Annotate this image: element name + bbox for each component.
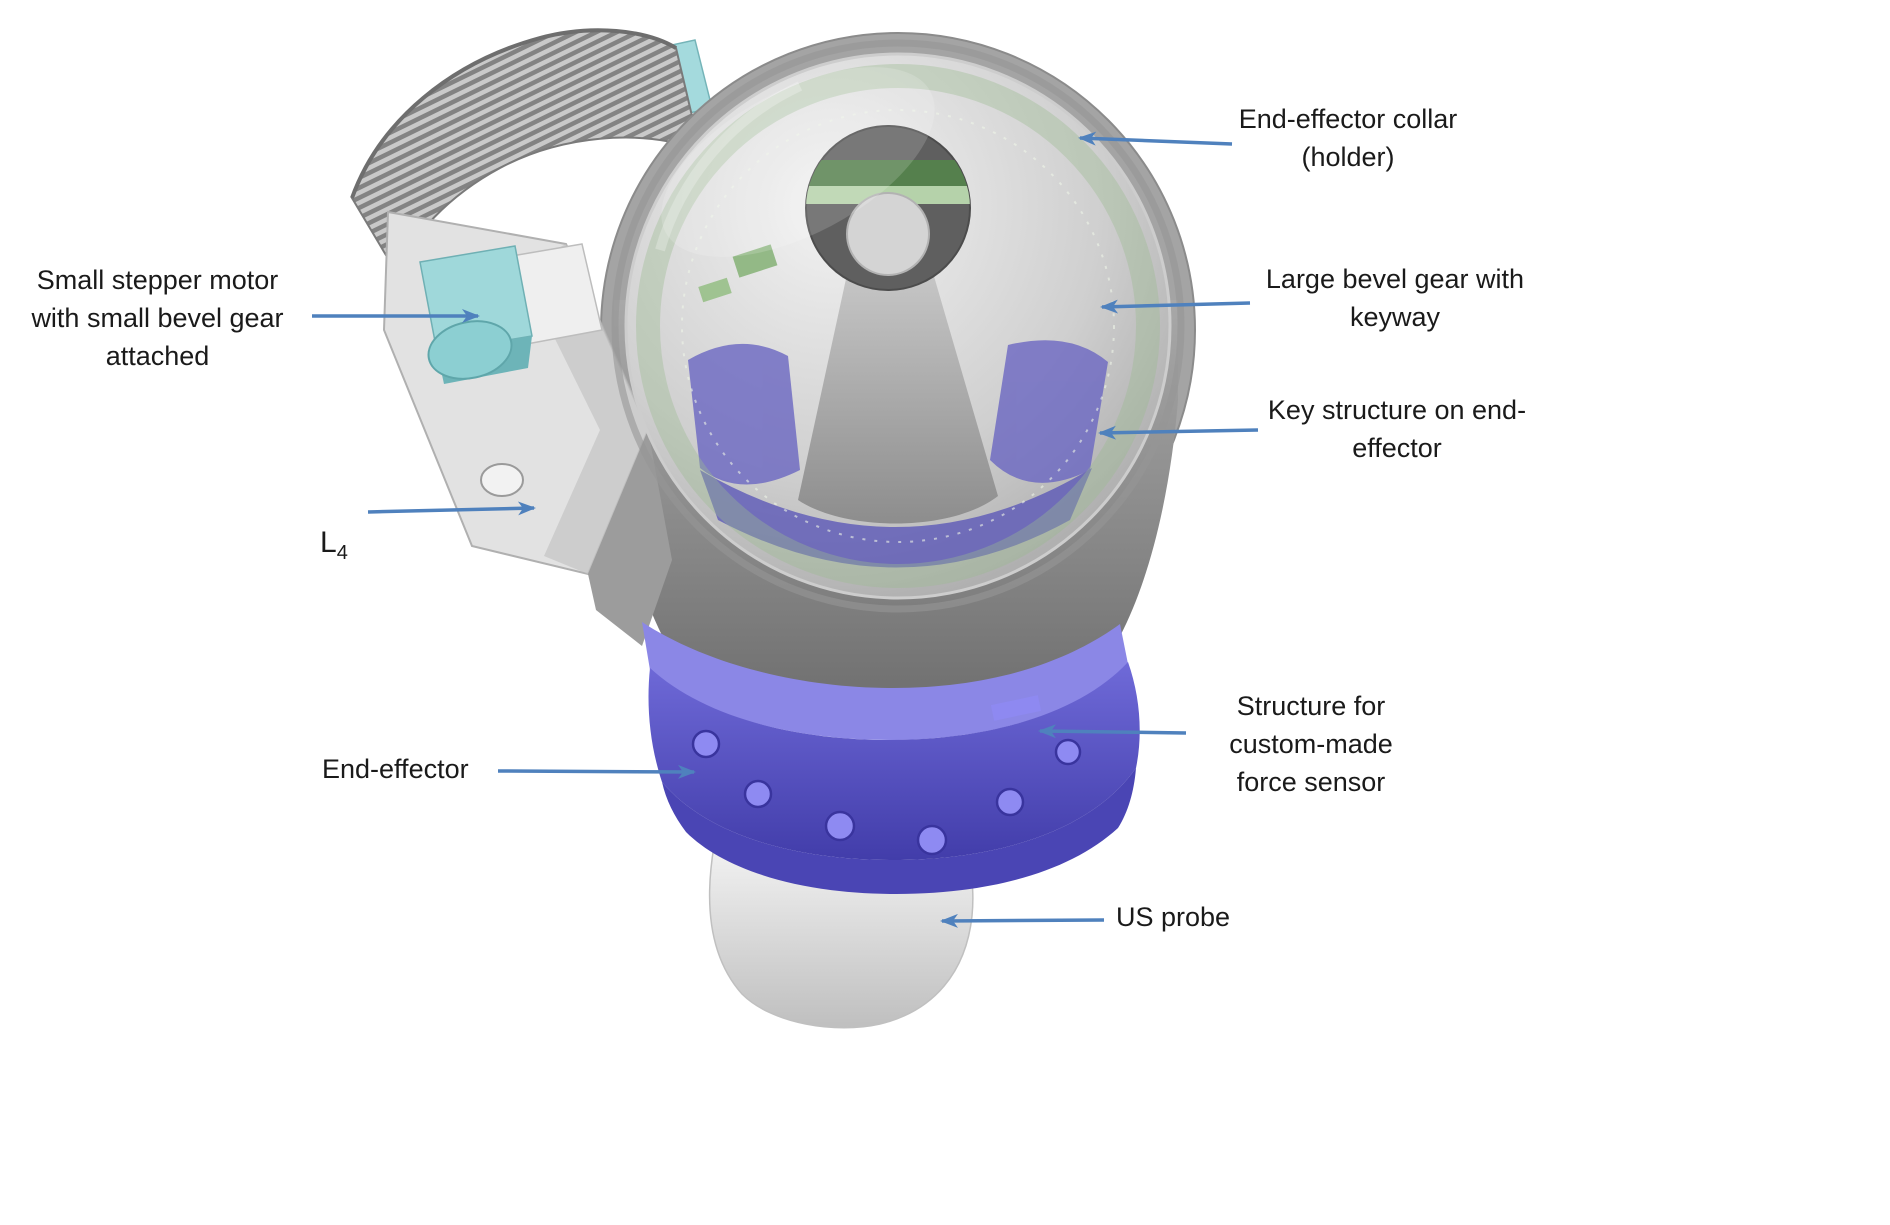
large-bevel-gear-rim xyxy=(636,64,1160,588)
internal-gear-bottom xyxy=(700,468,1092,568)
label-large-bevel-gear: Large bevel gear with keyway xyxy=(1265,264,1525,332)
dome-assembly xyxy=(611,39,1185,613)
green-band-dark xyxy=(806,160,970,186)
arrow-force-sensor xyxy=(1038,724,1187,739)
internal-green-detail-2 xyxy=(698,277,732,303)
knurled-gear-segment xyxy=(350,28,702,275)
label-us-probe: US probe xyxy=(1116,902,1231,932)
label-l4: L4 xyxy=(320,492,348,570)
label-key-structure: Key structure on end- effector xyxy=(1267,395,1527,463)
force-sensor-ring xyxy=(642,622,1140,894)
arrow-large-bevel-gear xyxy=(1100,299,1251,314)
gear-dotted-ring xyxy=(681,109,1115,543)
center-knob xyxy=(846,192,930,276)
arrow-l4 xyxy=(367,501,536,516)
arrow-end-effector-collar xyxy=(1078,131,1233,146)
arrow-us-probe xyxy=(940,913,1105,928)
label-end-effector-collar: End-effector collar (holder) xyxy=(1238,104,1458,172)
knurl-outer-edge xyxy=(350,28,678,199)
dome-internals xyxy=(636,64,1160,588)
dome-rim xyxy=(624,52,1172,600)
collar-inner-rim xyxy=(611,39,1185,613)
l4-subscript: 4 xyxy=(336,542,348,564)
arrow-end-effector xyxy=(497,764,696,779)
ring-key-notch xyxy=(990,695,1042,721)
bracket-edge xyxy=(588,430,672,646)
stepper-motor xyxy=(419,243,603,384)
label-force-sensor: Structure for custom-made force sensor xyxy=(1229,691,1393,797)
glass-highlight-arc xyxy=(655,81,803,252)
annotation-arrows xyxy=(312,131,1259,928)
ring-bolt-holes xyxy=(691,729,1082,856)
label-end-effector: End-effector xyxy=(322,754,469,784)
internal-gear-right xyxy=(990,340,1108,483)
label-stepper-motor: Small stepper motor with small bevel gea… xyxy=(31,265,284,371)
l4-main: L xyxy=(320,526,337,559)
arrow-key-structure xyxy=(1098,425,1259,440)
center-cone xyxy=(798,242,998,524)
glass-highlight xyxy=(661,67,935,257)
internal-gear-left xyxy=(688,343,800,485)
bracket-hole xyxy=(480,463,524,497)
ring-bottom-band xyxy=(662,768,1136,894)
internal-green-detail xyxy=(732,244,778,278)
